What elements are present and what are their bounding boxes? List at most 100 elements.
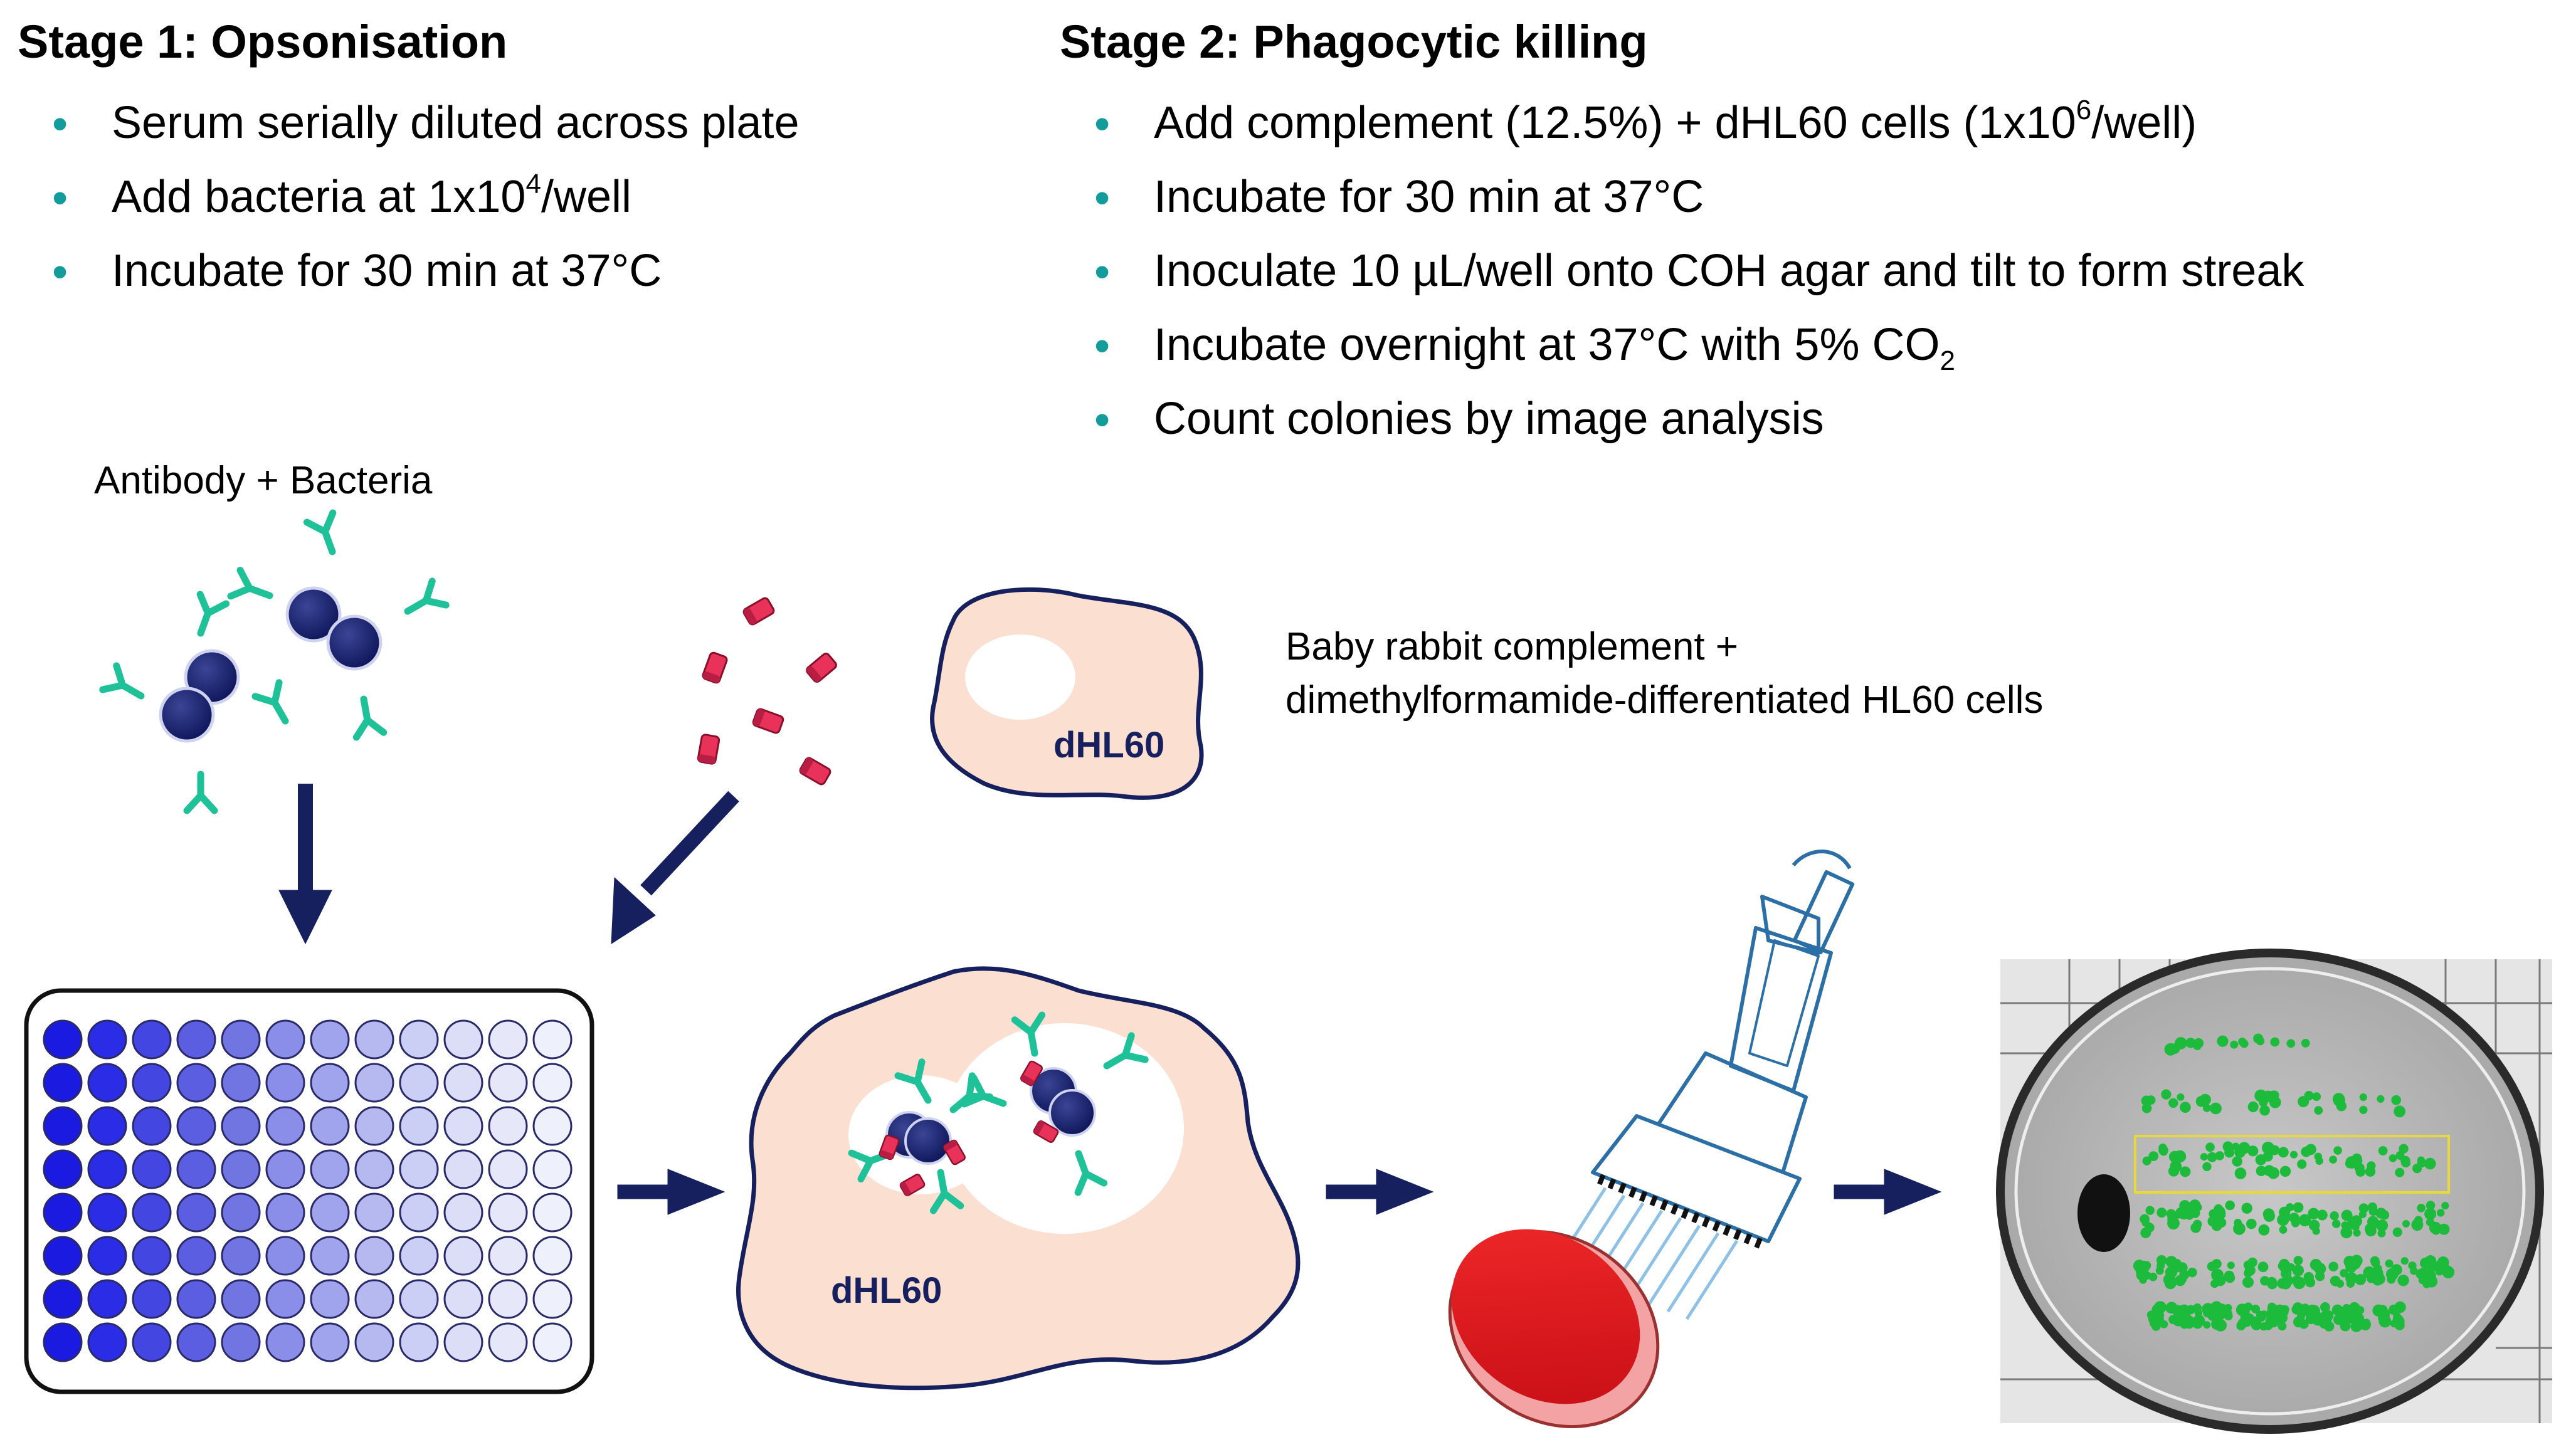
plate-well xyxy=(354,1236,394,1276)
colony xyxy=(2165,1256,2178,1268)
colony xyxy=(2224,1270,2235,1281)
stage2-bullet: •Inoculate 10 µL/well onto COH agar and … xyxy=(1094,246,2304,297)
dhl60-cell-large xyxy=(736,966,1301,1391)
colony xyxy=(2417,1158,2427,1168)
colony xyxy=(2418,1276,2427,1285)
colony xyxy=(2142,1156,2151,1165)
colony xyxy=(2257,1261,2269,1273)
plate-well xyxy=(87,1149,127,1189)
colony xyxy=(2202,1162,2212,1172)
colony xyxy=(2199,1093,2211,1106)
colony xyxy=(2377,1095,2385,1103)
colony xyxy=(2247,1101,2259,1112)
colony xyxy=(2148,1151,2159,1161)
plate-well xyxy=(221,1322,261,1362)
colony xyxy=(2251,1319,2262,1330)
colony xyxy=(2200,1153,2208,1161)
colony-plate-image xyxy=(1996,949,2552,1434)
plate-well xyxy=(354,1149,394,1189)
colony xyxy=(2286,1039,2296,1048)
colony xyxy=(2258,1224,2270,1236)
plate-well xyxy=(488,1236,528,1276)
colony xyxy=(2210,1280,2219,1288)
colony xyxy=(2399,1144,2409,1154)
96-well-plate xyxy=(24,988,594,1394)
plate-well xyxy=(310,1322,350,1362)
plate-well xyxy=(43,1236,83,1276)
plate-well xyxy=(310,1019,350,1060)
plate-well xyxy=(443,1279,483,1319)
colony xyxy=(2160,1147,2168,1156)
bacterium xyxy=(326,614,383,671)
colony xyxy=(2367,1274,2376,1283)
plate-well xyxy=(532,1192,573,1233)
colony xyxy=(2214,1319,2227,1332)
colony xyxy=(2260,1310,2268,1318)
plate-well xyxy=(265,1236,305,1276)
colony xyxy=(2374,1273,2385,1285)
plate-well xyxy=(532,1019,573,1060)
plate-well xyxy=(132,1149,172,1189)
plate-well xyxy=(265,1106,305,1146)
plate-well xyxy=(532,1149,573,1189)
plate-well xyxy=(532,1322,573,1362)
colony xyxy=(2141,1095,2152,1107)
plate-well xyxy=(87,1279,127,1319)
colony xyxy=(2215,1310,2225,1321)
colony xyxy=(2141,1103,2152,1113)
colony xyxy=(2301,1146,2311,1157)
colony xyxy=(2394,1320,2405,1330)
colony xyxy=(2269,1145,2280,1155)
plate-well xyxy=(399,1149,439,1189)
colony xyxy=(2439,1263,2451,1275)
colony xyxy=(2241,1202,2252,1214)
colony xyxy=(2268,1090,2278,1100)
colony xyxy=(2205,1142,2215,1152)
colony xyxy=(2386,1268,2399,1281)
colony xyxy=(2394,1301,2406,1313)
plate-well xyxy=(443,1149,483,1189)
plate-well xyxy=(221,1192,261,1233)
colony xyxy=(2281,1213,2291,1223)
colony xyxy=(2244,1269,2252,1278)
plate-well xyxy=(43,1322,83,1362)
plate-well xyxy=(443,1236,483,1276)
colony xyxy=(2279,1226,2288,1234)
colony xyxy=(2187,1268,2197,1278)
colony xyxy=(2167,1217,2180,1230)
colony xyxy=(2417,1204,2426,1213)
antibody-icon xyxy=(103,513,446,811)
colony xyxy=(2314,1106,2323,1115)
plate-well xyxy=(399,1063,439,1103)
complement-proteins xyxy=(696,596,839,787)
colony xyxy=(2417,1268,2429,1280)
colony xyxy=(2341,1221,2349,1229)
plate-well xyxy=(488,1019,528,1060)
plate-well xyxy=(443,1106,483,1146)
plate-well xyxy=(43,1063,83,1103)
plate-well xyxy=(354,1192,394,1233)
colony xyxy=(2391,1095,2401,1105)
bacterium xyxy=(159,687,215,743)
multichannel-pipette xyxy=(1553,850,1855,1320)
plate-well xyxy=(87,1063,127,1103)
colony xyxy=(2136,1269,2148,1281)
plate-well xyxy=(532,1279,573,1319)
bacterium xyxy=(285,586,342,643)
colony xyxy=(2293,1302,2303,1313)
plate-well xyxy=(221,1279,261,1319)
colony xyxy=(2247,1257,2257,1268)
colony xyxy=(2330,1275,2341,1287)
colony xyxy=(2170,1160,2182,1172)
colony xyxy=(2353,1229,2361,1237)
plate-well xyxy=(310,1106,350,1146)
plate-well xyxy=(221,1063,261,1103)
colony xyxy=(2207,1216,2219,1227)
colony xyxy=(2359,1105,2368,1114)
colony xyxy=(2340,1315,2348,1324)
colony xyxy=(2269,1317,2279,1328)
plate-well xyxy=(488,1063,528,1103)
colony xyxy=(2140,1228,2151,1238)
plate-well xyxy=(176,1322,216,1362)
colony xyxy=(2362,1318,2371,1327)
